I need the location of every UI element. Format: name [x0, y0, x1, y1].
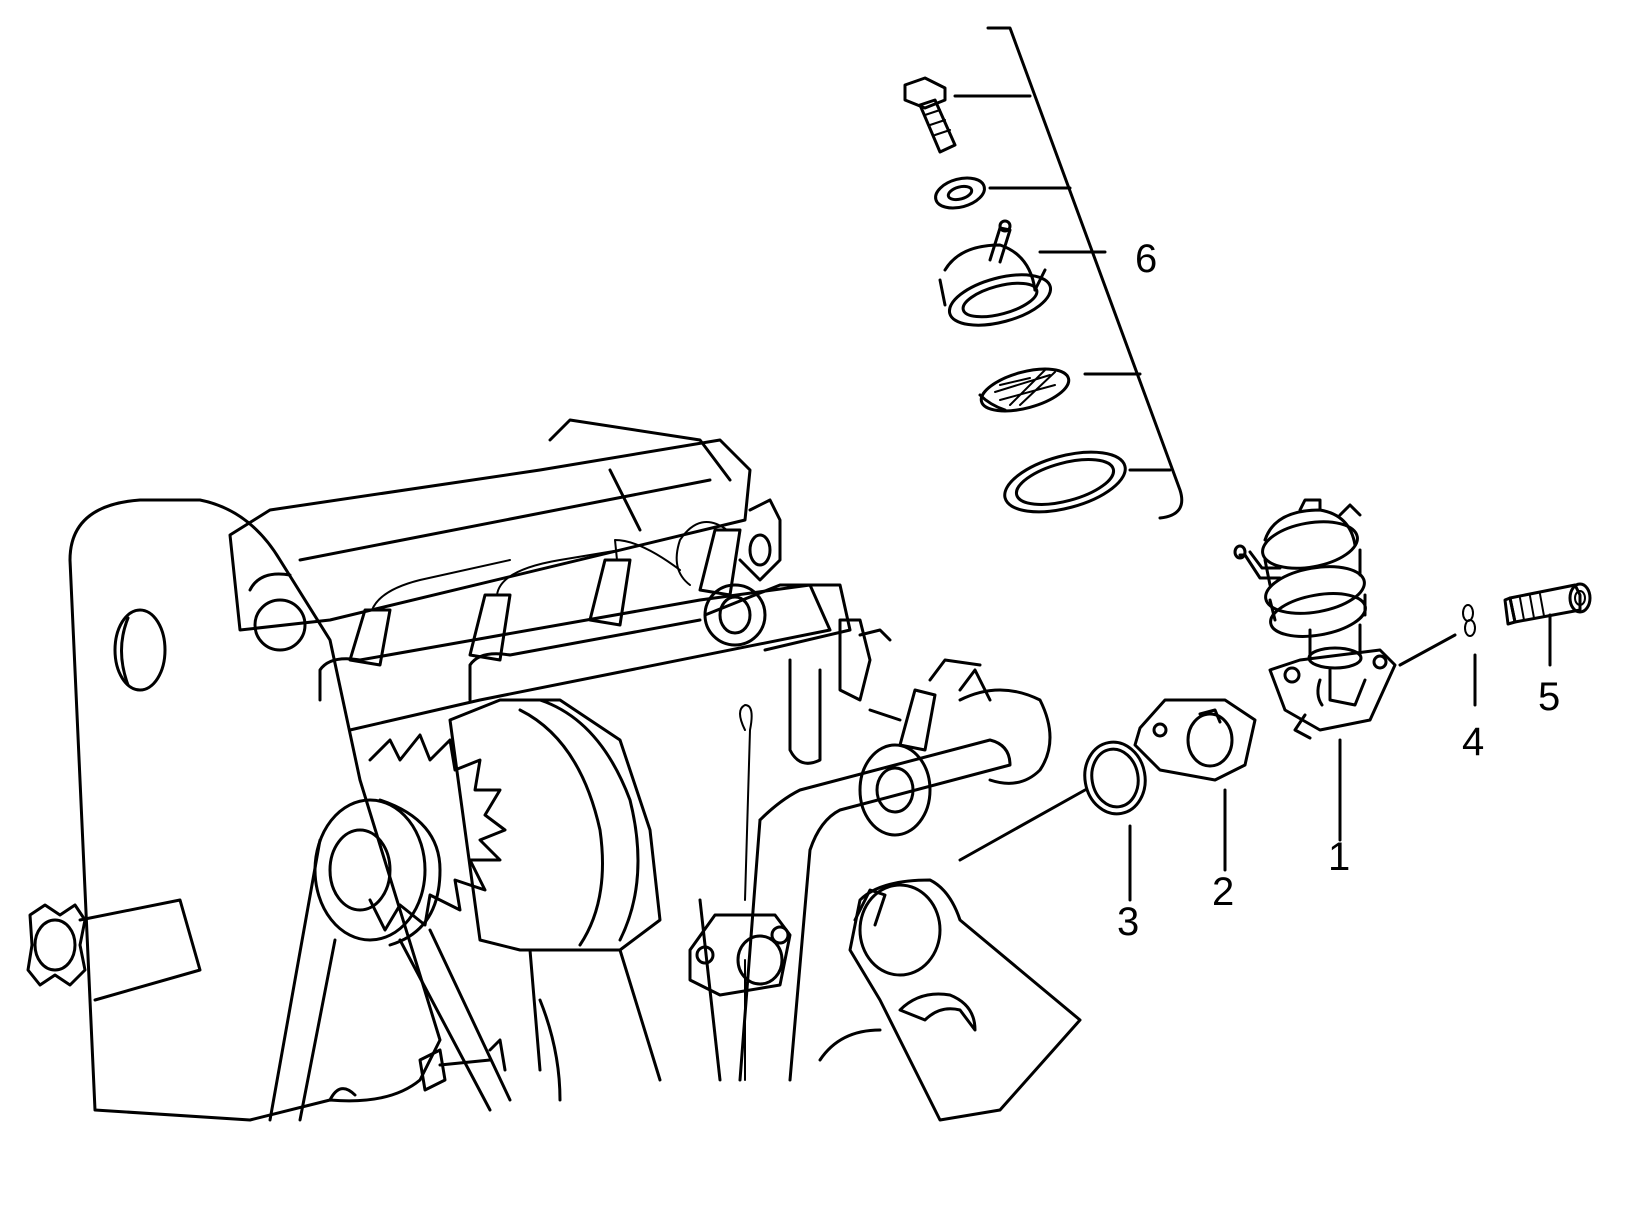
part-5-bolt: [1503, 582, 1592, 626]
leader-lines: [958, 613, 1552, 902]
callout-2: 2: [1212, 870, 1234, 914]
part-2-spacer: [1133, 698, 1257, 782]
callout-3: 3: [1117, 900, 1139, 944]
callout-6: 6: [1135, 237, 1157, 281]
fuel-pump: [1233, 498, 1397, 740]
callout-1: 1: [1328, 835, 1350, 879]
part-4-clip: [1462, 604, 1476, 637]
part-6-kit: [903, 26, 1184, 520]
callout-4: 4: [1462, 720, 1484, 764]
callout-5: 5: [1538, 675, 1560, 719]
part-3-seal-ring: [1083, 740, 1147, 816]
engine-assembly: [26, 418, 1082, 1122]
